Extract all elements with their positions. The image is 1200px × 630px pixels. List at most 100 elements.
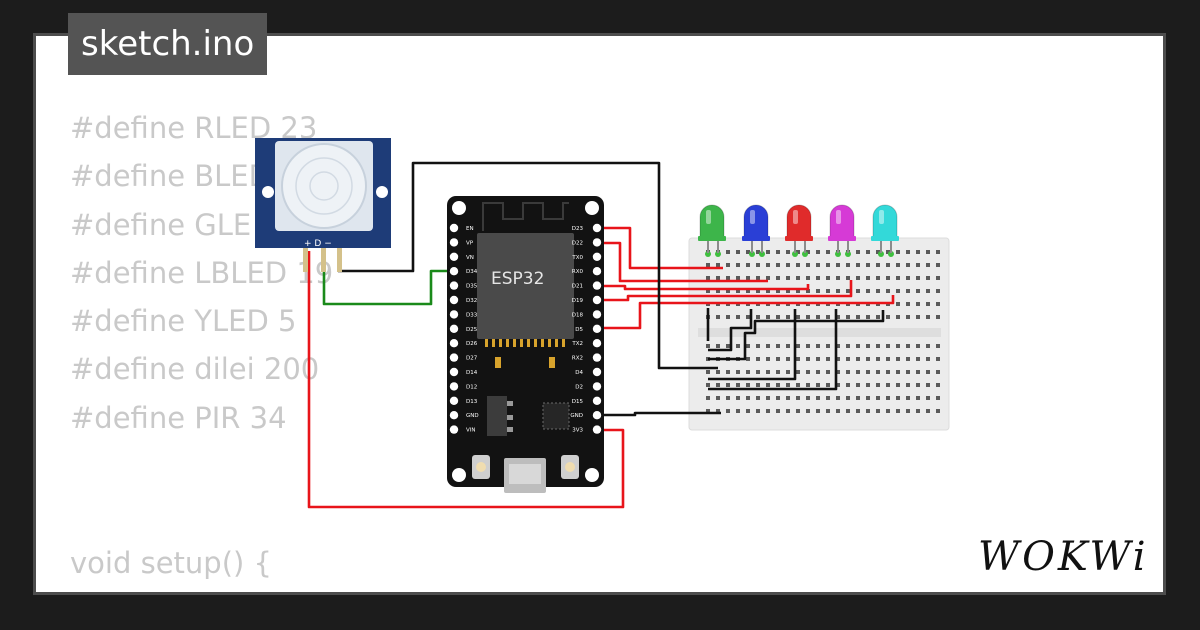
led-red[interactable]: [785, 204, 813, 253]
breadboard-hole: [846, 276, 850, 280]
breadboard-hole: [786, 276, 790, 280]
breadboard-hole: [886, 289, 890, 293]
esp32-pin[interactable]: [592, 396, 602, 405]
esp32-pin[interactable]: [449, 353, 459, 362]
breadboard-hole: [766, 276, 770, 280]
esp32-pin[interactable]: [592, 267, 602, 276]
esp32-pin[interactable]: [592, 411, 602, 420]
esp32-pin[interactable]: [449, 238, 459, 247]
breadboard-hole: [916, 289, 920, 293]
breadboard-hole: [826, 370, 830, 374]
breadboard-hole: [706, 263, 710, 267]
breadboard-hole: [756, 263, 760, 267]
breadboard-hole: [876, 276, 880, 280]
breadboard-hole: [776, 250, 780, 254]
code-background: #define RLED 23#define BLED#define GLE#d…: [70, 104, 484, 592]
esp32-pin[interactable]: [449, 339, 459, 348]
esp32-pin[interactable]: [592, 238, 602, 247]
breadboard-hole: [786, 383, 790, 387]
breadboard-hole: [826, 276, 830, 280]
esp32-pin[interactable]: [592, 353, 602, 362]
breadboard-hole: [796, 370, 800, 374]
breadboard-hole: [776, 383, 780, 387]
esp32-pin-label: D25: [466, 327, 478, 333]
breadboard-hole: [916, 315, 920, 319]
esp32-pin[interactable]: [449, 295, 459, 305]
led-green[interactable]: [698, 204, 726, 253]
esp32-pin[interactable]: [592, 367, 602, 377]
breadboard-hole: [846, 289, 850, 293]
breadboard-hole: [866, 409, 870, 413]
breadboard-hole: [876, 289, 880, 293]
wire-led-3: [708, 309, 797, 381]
breadboard-hole: [766, 315, 770, 319]
breadboard-hole: [766, 289, 770, 293]
esp32-pin[interactable]: [449, 382, 459, 391]
esp32-pin[interactable]: [592, 324, 602, 333]
esp32-pin[interactable]: [592, 295, 602, 305]
breadboard-hole: [706, 383, 710, 387]
breadboard-hole: [776, 276, 780, 280]
breadboard-hole: [866, 344, 870, 348]
esp32-pin[interactable]: [449, 252, 459, 261]
breadboard-hole: [896, 289, 900, 293]
breadboard-hole: [866, 396, 870, 400]
breadboard-hole: [896, 344, 900, 348]
breadboard-hole: [726, 289, 730, 293]
led-cyan[interactable]: [871, 204, 899, 253]
breadboard-hole: [746, 383, 750, 387]
esp32-pin[interactable]: [449, 396, 459, 405]
connection-dot: [705, 251, 711, 257]
wokwi-logo[interactable]: WOKWi: [978, 534, 1149, 580]
esp32-pin-label: D35: [466, 284, 478, 290]
esp32-pin[interactable]: [449, 267, 459, 276]
connection-dot: [888, 251, 894, 257]
esp32-pin[interactable]: [449, 367, 459, 377]
led-magenta[interactable]: [828, 204, 856, 253]
esp32-pin-label: D33: [466, 312, 478, 318]
canvas-card: #define RLED 23#define BLED#define GLE#d…: [33, 33, 1166, 595]
pir-sensor[interactable]: + D −: [255, 138, 391, 272]
esp32-pin[interactable]: [592, 310, 602, 319]
breadboard-hole: [786, 357, 790, 361]
breadboard-hole: [866, 315, 870, 319]
led-blue[interactable]: [742, 204, 770, 253]
breadboard-hole: [716, 289, 720, 293]
esp32-pin[interactable]: [449, 223, 459, 233]
breadboard-hole: [756, 409, 760, 413]
esp32-pin[interactable]: [592, 339, 602, 348]
breadboard-hole: [736, 370, 740, 374]
esp32-pin[interactable]: [449, 281, 459, 290]
esp32-pin[interactable]: [449, 411, 459, 420]
esp32-pin[interactable]: [592, 425, 602, 434]
file-tab[interactable]: sketch.ino: [68, 13, 268, 75]
breadboard-hole: [876, 396, 880, 400]
breadboard-hole: [906, 302, 910, 306]
breadboard-hole: [816, 250, 820, 254]
esp32-pin[interactable]: [592, 252, 602, 261]
breadboard-hole: [736, 315, 740, 319]
breadboard-hole: [786, 409, 790, 413]
breadboard-hole: [876, 263, 880, 267]
breadboard-hole: [816, 357, 820, 361]
esp32-pin[interactable]: [449, 310, 459, 319]
esp32-pin[interactable]: [592, 281, 602, 290]
breadboard-hole: [866, 383, 870, 387]
breadboard-hole: [806, 383, 810, 387]
esp32-pin[interactable]: [449, 324, 459, 333]
breadboard-hole: [926, 302, 930, 306]
breadboard-hole: [926, 250, 930, 254]
breadboard-hole: [836, 383, 840, 387]
esp32-pin[interactable]: [592, 382, 602, 391]
breadboard-hole: [796, 315, 800, 319]
esp32-board[interactable]: ESP32 ENVPVND34D35D32D33D25D26D27D14D12D…: [447, 196, 604, 493]
breadboard-hole: [896, 357, 900, 361]
breadboard-hole: [926, 383, 930, 387]
esp32-pin[interactable]: [592, 223, 602, 233]
esp32-pin[interactable]: [449, 425, 459, 434]
breadboard-hole: [836, 289, 840, 293]
breadboard-hole: [746, 357, 750, 361]
breadboard-hole: [756, 396, 760, 400]
esp32-pin-label: GND: [570, 413, 583, 419]
breadboard-hole: [816, 396, 820, 400]
